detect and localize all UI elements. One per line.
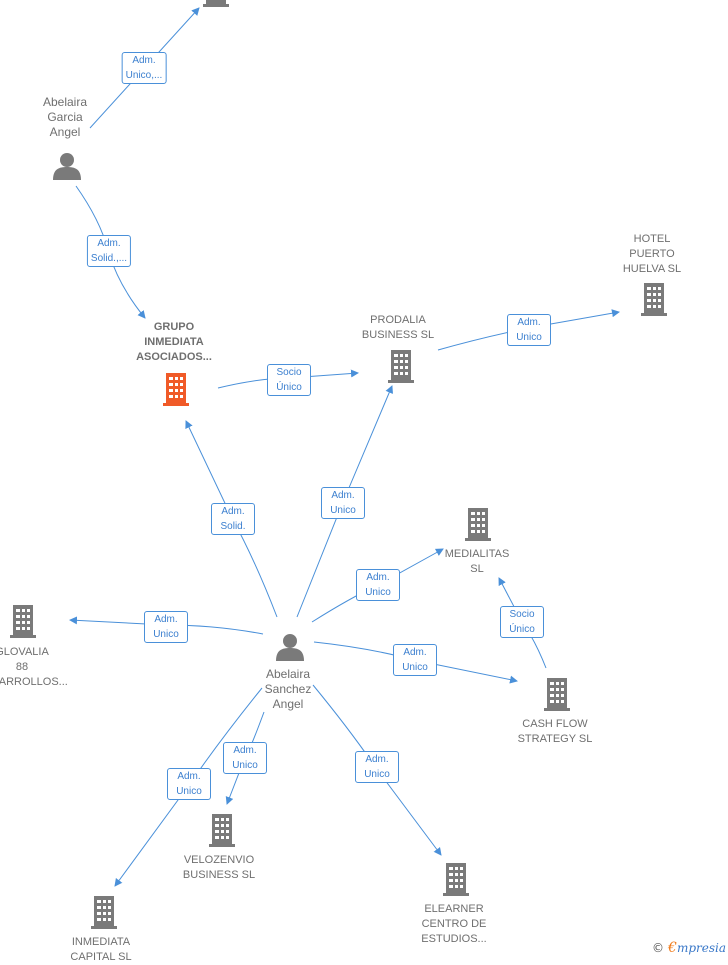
relation-badge[interactable]: Adm. Unico [167, 768, 211, 800]
relation-badge[interactable]: Adm. Unico [355, 751, 399, 783]
building-icon[interactable] [91, 896, 117, 929]
building-icon[interactable] [203, 0, 229, 7]
building-icon[interactable] [465, 508, 491, 541]
building-icon[interactable] [10, 605, 36, 638]
building-icon[interactable] [443, 863, 469, 896]
node-label-elearner[interactable]: ELEARNER CENTRO DE ESTUDIOS... [421, 903, 487, 945]
relation-badge[interactable]: Adm. Unico [507, 314, 551, 346]
relation-badge[interactable]: Adm. Unico [356, 569, 400, 601]
person-icon[interactable] [53, 153, 81, 180]
relation-badge[interactable]: Adm. Solid.,... [86, 235, 132, 267]
node-label-abelaira-garcia[interactable]: Abelaira Garcia Angel [42, 95, 88, 139]
node-label-grupo-inmediata[interactable]: GRUPO INMEDIATA ASOCIADOS... [136, 321, 212, 363]
brand-name: mpresia [676, 941, 726, 955]
building-icon[interactable] [209, 814, 235, 847]
node-label-abelaira-sanchez[interactable]: Abelaira Sanchez Angel [264, 667, 312, 711]
relation-badge[interactable]: Adm. Unico [393, 644, 437, 676]
relation-badge[interactable]: Adm. Unico,... [121, 52, 167, 84]
building-icon[interactable] [544, 678, 570, 711]
relation-badge[interactable]: Adm. Unico [321, 487, 365, 519]
building-icon[interactable] [388, 350, 414, 383]
node-label-inmediata-capital[interactable]: INMEDIATA CAPITAL SL [70, 936, 132, 963]
edges [69, 7, 620, 887]
relation-badge[interactable]: Adm. Unico [144, 611, 188, 643]
relation-badge[interactable]: Socio Único [267, 364, 311, 396]
relation-badge[interactable]: Adm. Solid. [211, 503, 255, 535]
brand-logo[interactable]: ©€mpresia [652, 940, 726, 956]
relation-badge[interactable]: Socio Único [500, 606, 544, 638]
relation-badge[interactable]: Adm. Unico [223, 742, 267, 774]
node-label-cash-flow[interactable]: CASH FLOW STRATEGY SL [517, 718, 593, 745]
node-label-prodalia[interactable]: PRODALIA BUSINESS SL [361, 314, 435, 341]
node-label-velozenvio[interactable]: VELOZENVIO BUSINESS SL [182, 854, 256, 881]
node-label-medialitas[interactable]: MEDIALITAS SL [444, 548, 510, 575]
node-label-glovalia[interactable]: GLOVALIA 88 DESARROLLOS... [0, 646, 68, 688]
building-icon-focus[interactable] [163, 373, 189, 406]
copyright-icon: © [652, 941, 665, 955]
brand-initial: € [668, 940, 677, 956]
node-label-hotel-puerto-huelva[interactable]: HOTEL PUERTO HUELVA SL [622, 233, 682, 275]
person-icon[interactable] [276, 634, 304, 661]
building-icon[interactable] [641, 283, 667, 316]
